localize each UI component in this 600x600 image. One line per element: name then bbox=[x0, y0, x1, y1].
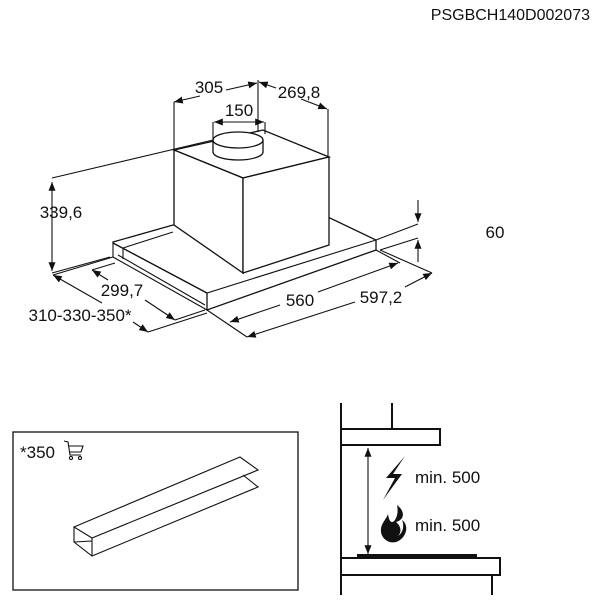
accessory-label: *350 bbox=[20, 443, 55, 462]
shopping-cart-icon bbox=[63, 440, 84, 461]
hood-outline bbox=[340, 428, 441, 446]
chimney-depth-label: 269,8 bbox=[278, 83, 321, 102]
hob-surface bbox=[357, 554, 477, 558]
inner-width-label: 560 bbox=[286, 291, 314, 310]
total-width-label: 597,2 bbox=[360, 288, 403, 307]
height-label: 339,6 bbox=[40, 203, 83, 222]
accessory-panel: *350 bbox=[12, 431, 299, 591]
extension-bracket bbox=[72, 456, 260, 557]
hob-outline bbox=[340, 557, 501, 576]
model-code: PSGBCH140D002073 bbox=[431, 7, 590, 24]
flame-icon bbox=[380, 505, 407, 543]
electric-clearance-label: min. 500 bbox=[415, 468, 480, 487]
canopy-height-label: 60 bbox=[486, 223, 505, 242]
duct-diameter-label: 150 bbox=[225, 101, 253, 120]
dimension-lines bbox=[48, 80, 433, 338]
chimney-width-label: 305 bbox=[195, 78, 223, 97]
duct-collar bbox=[212, 131, 264, 161]
extended-depth-label: 310-330-350* bbox=[28, 306, 131, 325]
hood-drawing: 339,6 305 269,8 150 60 560 597,2 299,7 3… bbox=[28, 78, 505, 338]
clearance-diagram: min. 500 min. 500 bbox=[340, 403, 501, 595]
depth-label: 299,7 bbox=[101, 281, 144, 300]
lightning-icon bbox=[383, 456, 405, 500]
gas-clearance-label: min. 500 bbox=[415, 516, 480, 535]
